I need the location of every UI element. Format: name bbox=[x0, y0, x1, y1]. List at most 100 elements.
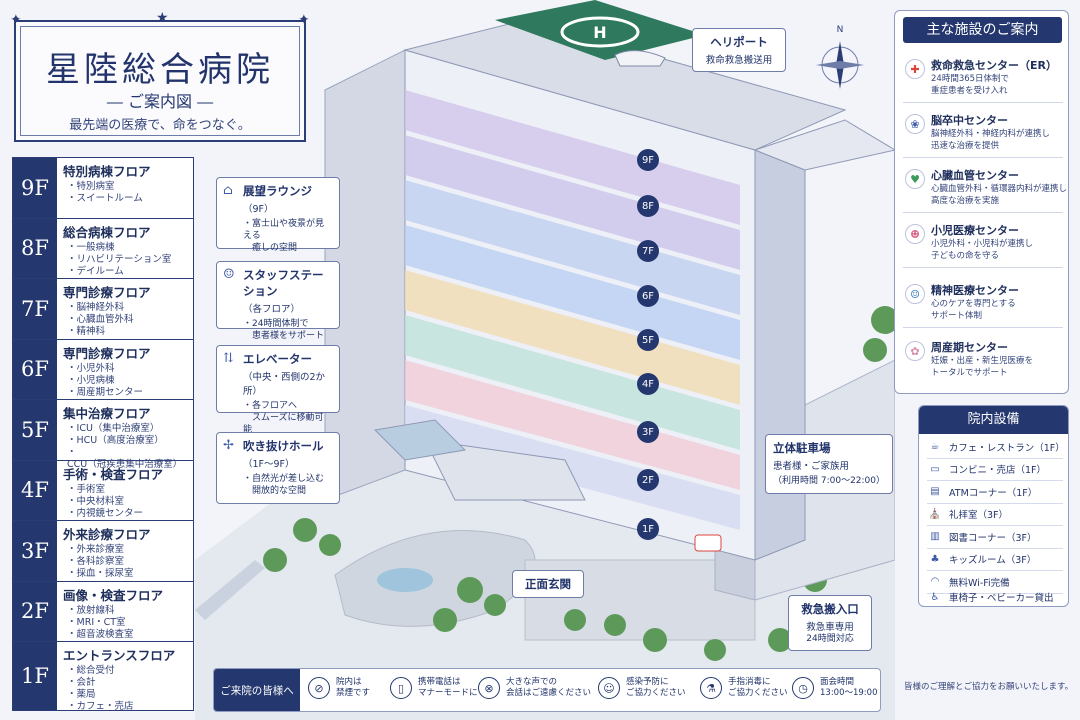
callout-desc-line: 開放的な空間 bbox=[243, 486, 307, 496]
floor-item: 心臓血管外科 bbox=[67, 314, 187, 326]
page-title: 星陸総合病院 bbox=[46, 50, 274, 90]
callout-subtitle: 救急車専用 bbox=[806, 622, 854, 633]
rule-line: ご協力ください bbox=[626, 688, 686, 698]
lounge-icon: ⌂ bbox=[223, 183, 233, 198]
floor-item: 内視鏡センター bbox=[67, 508, 187, 520]
amenity-atm[interactable]: ▤ATMコーナー（1F） bbox=[927, 481, 1063, 504]
amenity-shop[interactable]: ▭コンビニ・売店（1F） bbox=[927, 459, 1063, 481]
facility-desc: 小児外科・小児科が連携し bbox=[931, 239, 1034, 249]
no-smoking-icon: ⊘ bbox=[308, 677, 330, 699]
facility-name: 周産期センター bbox=[931, 341, 1008, 354]
amenity-prayer-room[interactable]: ⛪礼拝室（3F） bbox=[927, 504, 1063, 526]
callout-observation-lounge[interactable]: ⌂ 展望ラウンジ （9F） ・富士山や夜景が見える 癒しの空間 bbox=[216, 177, 340, 253]
floor-row-8f[interactable]: 8F 総合病棟フロア 一般病棟リハビリテーション室デイルーム bbox=[12, 217, 194, 278]
book-icon: ▥ bbox=[930, 531, 940, 543]
amenity-label: カフェ・レストラン（1F） bbox=[948, 442, 1065, 454]
callout-parking[interactable]: 立体駐車場 患者様・ご家族用 （利用時間 7:00～22:00） bbox=[765, 434, 893, 494]
ambulance-icon bbox=[694, 534, 722, 552]
floor-marker-6f[interactable]: 6F bbox=[637, 285, 659, 307]
facility-desc: 脳神経外科・神経内科が連携し bbox=[931, 129, 1051, 139]
phone-icon: ▯ bbox=[390, 677, 412, 699]
floor-marker-1f[interactable]: 1F bbox=[637, 518, 659, 540]
floor-marker-5f[interactable]: 5F bbox=[637, 329, 659, 351]
rule-line: 会話はご遠慮ください bbox=[506, 688, 592, 698]
page-subtitle: ― ご案内図 ― bbox=[106, 92, 214, 111]
facility-stroke-center[interactable]: ❀ 脳卒中センター 脳神経外科・神経内科が連携し迅速な治療を提供 bbox=[903, 106, 1063, 158]
callout-main-entrance[interactable]: 正面玄関 bbox=[512, 570, 584, 598]
brain-icon: ❀ bbox=[905, 114, 925, 134]
floor-row-3f[interactable]: 3F 外来診療フロア 外来診療室各科診察室採血・採尿室 bbox=[12, 520, 194, 581]
floor-marker-2f[interactable]: 2F bbox=[637, 469, 659, 491]
callout-elevator[interactable]: ⇅ エレベーター （中央・西側の2か所） ・各フロアへ スムーズに移動可能 bbox=[216, 345, 340, 435]
facility-er[interactable]: ✚ 救命救急センター（ER） 24時間365日体制で重症患者を受け入れ bbox=[903, 51, 1063, 103]
floor-row-5f[interactable]: 5F 集中治療フロア ICU（集中治療室）HCU（高度治療室）CCU（冠疾患集中… bbox=[12, 399, 194, 470]
floor-number: 4F bbox=[13, 460, 57, 520]
baby-icon: ✿ bbox=[905, 341, 925, 361]
facility-pediatric-center[interactable]: ☻ 小児医療センター 小児外科・小児科が連携し子どもの命を守る bbox=[903, 216, 1063, 268]
rule-line: 院内は bbox=[336, 677, 362, 687]
floor-row-1f[interactable]: 1F エントランスフロア 総合受付会計薬局カフェ・売店 bbox=[12, 641, 194, 713]
floor-marker-4f[interactable]: 4F bbox=[637, 373, 659, 395]
floor-name: 画像・検査フロア bbox=[63, 587, 164, 603]
facility-name: 心臓血管センター bbox=[931, 169, 1019, 182]
floor-number: 8F bbox=[13, 218, 57, 278]
facility-perinatal-center[interactable]: ✿ 周産期センター 妊娠・出産・新生児医療をトータルでサポート bbox=[903, 333, 1063, 385]
facility-name: 脳卒中センター bbox=[931, 114, 1008, 127]
cross-icon: ✚ bbox=[905, 59, 925, 79]
wheelchair-icon: ♿ bbox=[930, 591, 940, 603]
floor-item: 小児病棟 bbox=[67, 375, 187, 387]
facility-cardio-center[interactable]: ♥ 心臓血管センター 心臓血管外科・循環器内科が連携し高度な治療を実施 bbox=[903, 161, 1067, 213]
callout-desc-line: （利用時間 7:00～22:00） bbox=[773, 476, 886, 486]
amenity-wheelchair[interactable]: ♿ 車椅子・ベビーカー貸出 bbox=[927, 586, 1063, 609]
rule-infection-prevention: ☺ 感染予防にご協力ください bbox=[598, 674, 694, 706]
floor-row-6f[interactable]: 6F 専門診療フロア 小児外科小児病棟周産期センター bbox=[12, 338, 194, 399]
floor-marker-9f[interactable]: 9F bbox=[637, 149, 659, 171]
floor-number: 3F bbox=[13, 521, 57, 581]
page-tagline: 最先端の医療で、命をつなぐ。 bbox=[69, 118, 251, 133]
amenity-label: 車椅子・ベビーカー貸出 bbox=[949, 593, 1054, 605]
callout-title: 吹き抜けホール bbox=[243, 439, 324, 453]
callout-title: 正面玄関 bbox=[525, 577, 571, 591]
child-icon: ☻ bbox=[905, 224, 925, 244]
callout-atrium[interactable]: ✢ 吹き抜けホール （1F～9F） ・自然光が差し込む 開放的な空間 bbox=[216, 432, 340, 504]
callout-desc-line: ・各フロアへ bbox=[243, 401, 298, 411]
floor-item: カフェ・売店 bbox=[67, 701, 187, 713]
floor-row-7f[interactable]: 7F 専門診療フロア 脳神経外科心臓血管外科精神科 bbox=[12, 278, 194, 339]
floor-row-9f[interactable]: 9F 特別病棟フロア 特別病室スイートルーム bbox=[12, 157, 194, 218]
facility-desc: 24時間365日体制で bbox=[931, 74, 1010, 84]
amenity-wifi[interactable]: ◠無料Wi-Fi完備 bbox=[927, 571, 1063, 594]
floor-row-4f[interactable]: 4F 手術・検査フロア 手術室中央材料室内視鏡センター bbox=[12, 459, 194, 520]
floor-number: 5F bbox=[13, 400, 57, 460]
rule-line: 13:00～19:00 bbox=[820, 688, 878, 698]
callout-subtitle: 救命救急搬送用 bbox=[705, 55, 773, 66]
floor-row-2f[interactable]: 2F 画像・検査フロア 放射線科MRI・CT室超音波検査室 bbox=[12, 580, 194, 641]
mind-icon: ☺ bbox=[905, 284, 925, 304]
amenity-label: キッズルーム（3F） bbox=[949, 555, 1037, 567]
floor-number: 7F bbox=[13, 279, 57, 339]
facility-desc: トータルでサポート bbox=[931, 368, 1008, 378]
callout-staff-station[interactable]: ☺ スタッフステーション （各フロア） ・24時間体制で 患者様をサポート bbox=[216, 261, 340, 341]
amenity-cafe[interactable]: ☕カフェ・レストラン（1F） bbox=[927, 436, 1065, 459]
rule-line: 感染予防に bbox=[626, 677, 669, 687]
callout-emergency-entrance[interactable]: 救急搬入口 救急車専用 24時間対応 bbox=[788, 595, 872, 651]
callout-heliport[interactable]: ヘリポート 救命救急搬送用 bbox=[692, 28, 786, 72]
floor-marker-7f[interactable]: 7F bbox=[637, 240, 659, 262]
floor-name: エントランスフロア bbox=[63, 648, 176, 663]
heart-icon: ♥ bbox=[905, 169, 925, 189]
callout-desc-line: ・富士山や夜景が見える bbox=[243, 219, 325, 241]
floor-marker-8f[interactable]: 8F bbox=[637, 195, 659, 217]
amenity-label: 図書コーナー（3F） bbox=[949, 532, 1037, 544]
callout-title: 救急搬入口 bbox=[801, 602, 859, 616]
floor-name: 総合病棟フロア bbox=[63, 224, 151, 240]
facility-psychiatric-center[interactable]: ☺ 精神医療センター 心のケアを専門とするサポート体制 bbox=[903, 276, 1063, 328]
floor-number: 2F bbox=[13, 581, 57, 641]
amenity-library[interactable]: ▥ 図書コーナー（3F） bbox=[927, 526, 1063, 549]
amenity-kids-room[interactable]: ♣キッズルーム（3F） bbox=[927, 549, 1063, 571]
rule-line: 手指消毒に bbox=[728, 677, 771, 687]
helipad-h-mark: H bbox=[593, 23, 606, 42]
facility-name: 小児医療センター bbox=[931, 224, 1019, 237]
floor-marker-3f[interactable]: 3F bbox=[637, 421, 659, 443]
amenity-label: コンビニ・売店（1F） bbox=[949, 465, 1047, 477]
floor-item: 小児外科 bbox=[67, 363, 187, 375]
